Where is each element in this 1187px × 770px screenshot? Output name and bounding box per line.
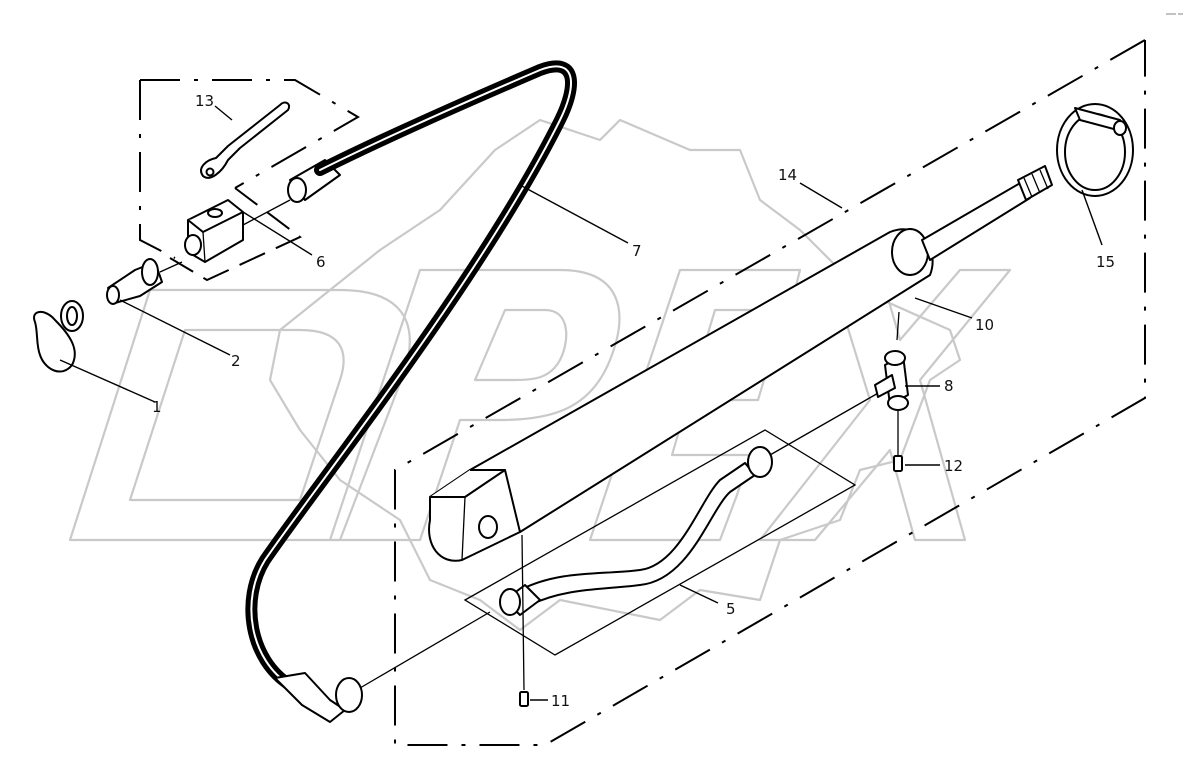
callout-2: 2	[231, 352, 241, 370]
part-15-hose-clamp	[1056, 103, 1134, 197]
callout-6: 6	[316, 253, 326, 271]
callout-8: 8	[944, 377, 954, 395]
callout-13: 13	[195, 92, 214, 110]
part-1-dust-cap	[33, 300, 84, 373]
callout-10: 10	[975, 316, 994, 334]
part-10-cylinder	[428, 165, 1053, 562]
callout-1: 1	[152, 398, 162, 416]
part-2-coupling	[106, 258, 183, 305]
part-12-plug	[893, 455, 903, 472]
part-8-tee-fitting	[874, 311, 909, 455]
callout-5: 5	[726, 600, 736, 618]
part-6-block-valve	[184, 199, 291, 263]
callout-11: 11	[551, 692, 570, 710]
callout-labels: 1 2 5 6 7 8 10 11 12 13 14 15	[152, 92, 1115, 710]
callout-14: 14	[778, 166, 797, 184]
callout-15: 15	[1096, 253, 1115, 271]
part-7-hydraulic-hose	[245, 60, 577, 691]
callout-12: 12	[944, 457, 963, 475]
hose-end-fitting-bottom	[274, 611, 491, 723]
part-11-plug	[519, 534, 529, 707]
part-5-steel-pipe	[499, 391, 881, 616]
callout-7: 7	[632, 242, 642, 260]
part-13-lever	[200, 101, 290, 179]
leader-lines	[59, 105, 1103, 701]
